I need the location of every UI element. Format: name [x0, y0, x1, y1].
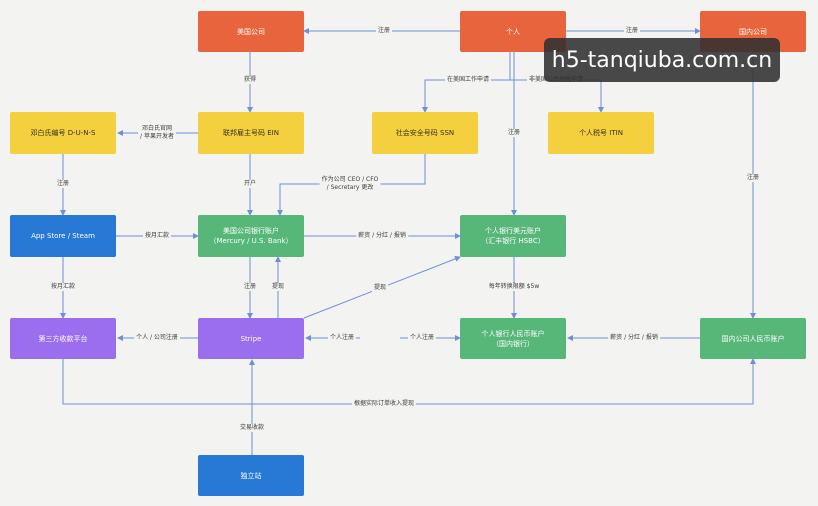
- node-appstore-label: App Store / Steam: [31, 232, 95, 240]
- node-itin: 个人税号 ITIN: [548, 112, 654, 154]
- edge-label-register1: 注册: [375, 27, 393, 35]
- node-duns: 邓白氏编号 D-U-N-S: [10, 112, 116, 154]
- node-stripe-label: Stripe: [240, 334, 262, 343]
- node-third-party: 第三方收款平台: [10, 318, 116, 359]
- node-ssn-label: 社会安全号码 SSN: [395, 129, 455, 137]
- edge-label-transaction: 交易收款: [237, 424, 267, 432]
- edge-label-monthly-remit: 按月汇款: [142, 232, 172, 240]
- edge-label-personal-reg2: 个人注册: [407, 334, 437, 342]
- node-ein-label: 联邦雇主号码 EIN: [223, 129, 279, 137]
- edge-label-personal-reg1: 个人注册: [327, 334, 357, 342]
- edge-label-salary2: 薪资 / 分红 / 报销: [608, 334, 660, 342]
- edge-label-withdraw2: 提现: [269, 283, 287, 291]
- node-cn-rmb-account: 国内公司人民币账户: [700, 318, 806, 359]
- node-individual-label: 个人: [506, 27, 520, 36]
- edge-label-monthly-remit2: 按月汇款: [48, 283, 78, 291]
- edge-label-salary1: 薪资 / 分红 / 报销: [356, 232, 408, 240]
- edge-label-open-account: 开户: [241, 180, 259, 188]
- edge-label-annual-fx: 每年转换限额 $5w: [486, 283, 542, 291]
- node-personal-rmb-account: 个人银行人民币账户 （国内银行）: [460, 318, 566, 359]
- node-standalone-site: 独立站: [198, 455, 304, 496]
- edge-label-as-officer: 作为公司 CEO / CFO / Secretary 更改: [319, 176, 381, 192]
- node-personal-rmb-account-label: 个人银行人民币账户 （国内银行）: [481, 329, 545, 348]
- edge-label-dev-apply: 邓白氏官网 / 苹果开发者: [138, 125, 176, 141]
- node-us-company-label: 美国公司: [237, 27, 265, 36]
- node-appstore: App Store / Steam: [10, 215, 116, 257]
- edge-label-obtain: 获得: [241, 76, 259, 84]
- node-itin-label: 个人税号 ITIN: [579, 129, 623, 137]
- node-duns-label: 邓白氏编号 D-U-N-S: [30, 129, 96, 137]
- node-us-company-account-label: 美国公司银行账户 （Mercury / U.S. Bank）: [209, 227, 293, 245]
- node-us-company-account: 美国公司银行账户 （Mercury / U.S. Bank）: [198, 215, 304, 257]
- edge-label-register4: 注册: [744, 174, 762, 182]
- node-personal-usd-account: 个人银行美元账户 （汇丰银行 HSBC）: [460, 215, 566, 257]
- node-cn-rmb-account-label: 国内公司人民币账户: [721, 334, 785, 343]
- edge-label-personal-company-reg: 个人 / 公司注册: [134, 334, 180, 342]
- edge-label-register6: 注册: [241, 283, 259, 291]
- edge-label-register3: 注册: [505, 129, 523, 137]
- watermark-banner: h5-tanqiuba.com.cn: [544, 38, 780, 82]
- node-third-party-label: 第三方收款平台: [38, 334, 88, 343]
- node-ein: 联邦雇主号码 EIN: [198, 112, 304, 154]
- edge-label-register2: 注册: [623, 27, 641, 35]
- edge-label-register5: 注册: [54, 180, 72, 188]
- node-standalone-site-label: 独立站: [240, 471, 262, 480]
- edge-label-withdraw1: 提现: [371, 284, 389, 292]
- edge-label-us-work-apply: 在美国工作申请: [444, 76, 492, 84]
- edge-order-withdraw: [62, 358, 756, 405]
- node-ssn: 社会安全号码 SSN: [372, 112, 478, 154]
- node-stripe: Stripe: [198, 318, 304, 359]
- edge-label-order-withdraw: 根据实际订单收入提现: [351, 400, 417, 408]
- edge-individual-to-itin: [510, 79, 604, 113]
- node-cn-company-label: 国内公司: [739, 27, 767, 36]
- node-personal-usd-account-label: 个人银行美元账户 （汇丰银行 HSBC）: [481, 227, 545, 245]
- node-us-company: 美国公司: [198, 11, 304, 52]
